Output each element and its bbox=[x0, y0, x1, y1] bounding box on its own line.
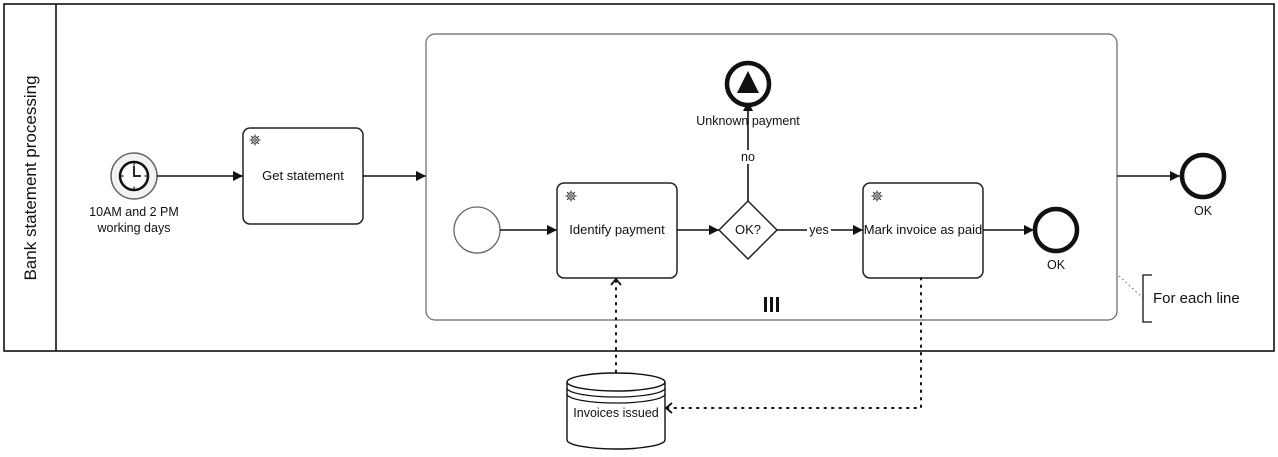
annotation-bracket bbox=[1142, 274, 1152, 323]
flow-no-label: no bbox=[741, 150, 755, 164]
multi-instance-marker-icon bbox=[764, 297, 779, 312]
subprocess-for-each-line[interactable] bbox=[425, 33, 1118, 321]
task-mark-invoice-paid[interactable]: Mark invoice as paid bbox=[862, 182, 984, 279]
end-event-inner-ok-label: OK bbox=[1047, 258, 1066, 272]
timer-start-event[interactable] bbox=[110, 152, 158, 200]
task-get-statement-label: Get statement bbox=[262, 168, 344, 183]
end-event-outer-ok[interactable] bbox=[1179, 152, 1227, 200]
pool-label: Bank statement processing bbox=[21, 75, 40, 280]
task-mark-invoice-label: Mark invoice as paid bbox=[864, 222, 983, 237]
data-store-invoices-issued[interactable]: Invoices issued bbox=[566, 372, 666, 450]
task-identify-payment-label: Identify payment bbox=[569, 222, 665, 237]
end-event-outer-ok-label: OK bbox=[1194, 204, 1213, 218]
flow-yes-label-bg bbox=[807, 223, 831, 237]
flow-no-label-bg bbox=[740, 150, 758, 164]
clock-icon bbox=[118, 160, 150, 192]
gateway-ok[interactable]: OK? bbox=[717, 199, 779, 261]
association-mark-to-store bbox=[664, 277, 922, 414]
annotation-text: For each line bbox=[1153, 290, 1240, 307]
end-event-unknown-payment[interactable] bbox=[724, 60, 772, 108]
data-store-label: Invoices issued bbox=[573, 406, 659, 420]
annotation-connector bbox=[1118, 275, 1144, 299]
end-event-unknown-payment-label: Unknown payment bbox=[696, 114, 800, 128]
timer-start-label-2: working days bbox=[97, 221, 171, 235]
gateway-label: OK? bbox=[735, 222, 761, 237]
task-identify-payment[interactable]: Identify payment bbox=[556, 182, 678, 279]
end-event-inner-ok[interactable] bbox=[1032, 206, 1080, 254]
inner-start-event[interactable] bbox=[453, 206, 501, 254]
task-get-statement[interactable]: Get statement bbox=[242, 127, 364, 225]
timer-start-label-1: 10AM and 2 PM bbox=[89, 205, 179, 219]
escalation-icon bbox=[737, 71, 759, 93]
flow-yes-label: yes bbox=[809, 223, 828, 237]
